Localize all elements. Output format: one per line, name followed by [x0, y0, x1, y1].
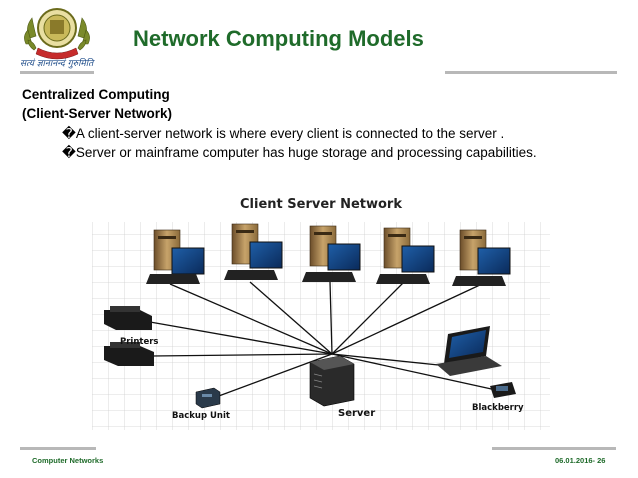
- network-links: [149, 281, 497, 401]
- client-pc-2: [224, 223, 283, 280]
- footer-rule-right: [492, 447, 616, 450]
- client-server-diagram: Client Server Network: [92, 186, 550, 430]
- laptop-icon: [436, 326, 502, 376]
- printers-label: Printers: [120, 337, 158, 347]
- header-rule-left: [20, 71, 94, 74]
- university-crest-icon: [24, 8, 90, 60]
- server-label: Server: [338, 408, 375, 419]
- printer-2: [104, 342, 154, 366]
- bullet-2: �Server or mainframe computer has huge s…: [62, 145, 537, 160]
- network-diagram-svg: Client Server Network: [92, 197, 550, 430]
- server-icon: [309, 355, 355, 407]
- header-rule-right: [445, 71, 617, 74]
- client-pc-5: [452, 229, 511, 286]
- footer-rule-left: [20, 447, 96, 450]
- blackberry-label: Blackberry: [472, 403, 524, 413]
- printer-1: [104, 306, 152, 330]
- section-heading-2: (Client-Server Network): [22, 106, 173, 121]
- footer-left: Computer Networks: [32, 456, 104, 465]
- backup-label: Backup Unit: [172, 411, 230, 421]
- client-pc-4: [376, 227, 435, 284]
- blackberry-icon: [490, 382, 516, 398]
- client-pc-3: [302, 225, 361, 282]
- section-heading-1: Centralized Computing: [22, 87, 170, 102]
- bullet-1: �A client-server network is where every …: [62, 126, 505, 141]
- client-pc-1: [146, 229, 205, 284]
- backup-unit-icon: [195, 387, 221, 409]
- logo-motto: सत्यं ज्ञानानन्दं गुरुमिति: [20, 59, 94, 69]
- page-title: Network Computing Models: [133, 26, 424, 51]
- footer-right: 06.01.2016- 26: [555, 456, 606, 465]
- diagram-title: Client Server Network: [240, 197, 402, 212]
- university-logo: [14, 4, 100, 70]
